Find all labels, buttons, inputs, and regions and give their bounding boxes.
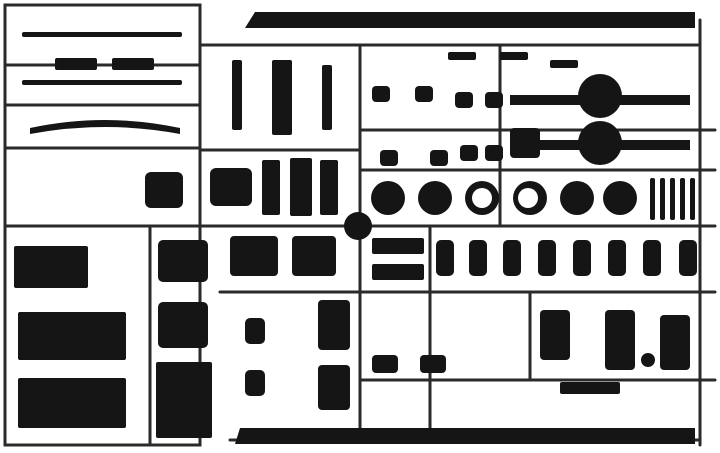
bracket [510,128,540,158]
step-grille [156,362,212,438]
crossmember [272,60,292,135]
bracket [320,160,338,215]
mount-frame [660,315,690,370]
bracket-plate [448,52,476,60]
spring-hanger [292,236,336,276]
small-fitting [430,150,448,166]
air-tank-cylinder [573,240,591,276]
differential-housing [578,74,622,118]
shock-mount [245,370,265,396]
battery-box [14,246,88,288]
leaf-spring-bracket [318,300,350,350]
brake-drum [603,181,637,215]
air-tank-cylinder [643,240,661,276]
mount-frame [605,310,635,370]
shock-mount [245,318,265,344]
grille-mesh [112,58,154,70]
fuel-tank-cap [145,172,183,208]
bracket [262,160,280,215]
small-fitting [415,86,433,102]
air-tank-cylinder [503,240,521,276]
step-box [158,240,208,282]
bracket-plate [550,60,578,68]
spring-link [670,178,675,220]
air-tank-cylinder [608,240,626,276]
air-tank-cylinder [469,240,487,276]
brake-disc-center [518,188,538,208]
small-fitting [460,145,478,161]
spring-hanger [230,236,278,276]
mirror-housing [210,168,252,206]
brake-drum [418,181,452,215]
small-fitting [485,92,503,108]
air-valve [372,355,398,373]
differential-housing [578,121,622,165]
brake-drum [371,181,405,215]
sprue-gate-disc [344,212,372,240]
bracket-plate [500,52,528,60]
bumper-bar [22,80,182,85]
crossmember [322,65,332,130]
battery [372,238,424,254]
spring-link [680,178,685,220]
air-tank-cylinder [436,240,454,276]
chassis-rail-top [245,12,695,28]
small-fitting [455,92,473,108]
brake-chamber [540,310,570,360]
bumper-bar [22,32,182,37]
air-valve [420,355,446,373]
fuel-tank [18,378,126,428]
runner-outer [3,3,202,447]
bracket [290,158,312,216]
battery [372,264,424,280]
front-axle [30,120,180,134]
spring-link [690,178,695,220]
brake-drum [560,181,594,215]
spring-link [660,178,665,220]
bracket-plate [560,382,620,394]
runner-left-grid [3,63,202,447]
sprue-parts [14,12,697,444]
knob [641,353,655,367]
spring-link [650,178,655,220]
fuel-tank [18,312,126,360]
leaf-spring-bracket [318,365,350,410]
grille-mesh [55,58,97,70]
small-fitting [372,86,390,102]
brake-disc-center [472,188,492,208]
air-tank-cylinder [538,240,556,276]
small-fitting [380,150,398,166]
chassis-rail-bottom [235,428,695,444]
small-fitting [485,145,503,161]
crossmember [232,60,242,130]
step-box [158,302,208,348]
air-tank-cylinder [679,240,697,276]
